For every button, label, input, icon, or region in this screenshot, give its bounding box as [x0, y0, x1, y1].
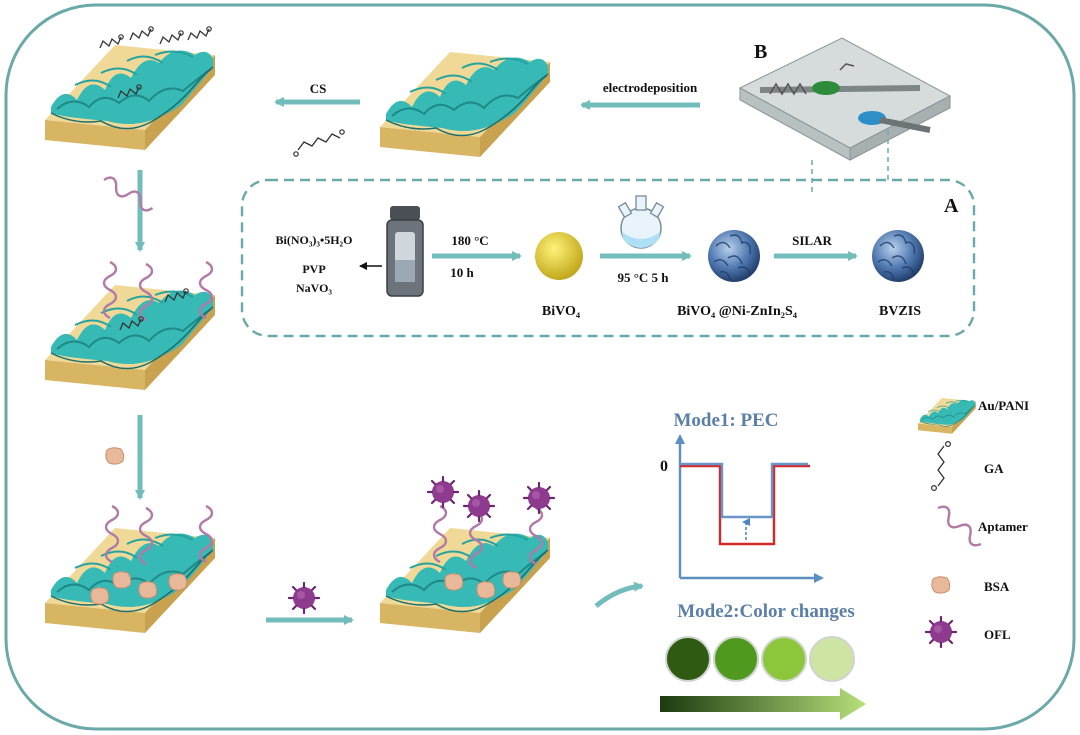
- aptamer-free: [99, 173, 157, 215]
- legend-au-pani-icon: [917, 397, 977, 435]
- ofl-bound: [462, 489, 496, 523]
- condition-10h: 10 h: [450, 265, 474, 280]
- arrow-to-detection: [594, 581, 644, 608]
- label-bvzis: BVZIS: [879, 304, 921, 319]
- color-swatch: [665, 636, 711, 682]
- mode2-title: Mode2:Color changes: [677, 601, 855, 622]
- ofl-molecule: [287, 581, 321, 615]
- electrode-au-pani: [379, 51, 551, 158]
- pec-trace-red: [680, 464, 810, 546]
- label-bivo4: BiVO₄: [542, 304, 581, 319]
- condition-95c-5h: 95 °C 5 h: [617, 270, 669, 285]
- legend-ga-icon: [930, 441, 951, 492]
- label-cs: CS: [310, 81, 327, 96]
- outer-frame: [4, 3, 1076, 731]
- ga-chain: [129, 26, 154, 41]
- ga-molecule-under-cs: [293, 129, 345, 157]
- ofl-bound: [522, 481, 556, 515]
- microfluidic-chip: [738, 37, 952, 161]
- condition-180c: 180 °C: [451, 233, 488, 248]
- legend-ofl-label: OFL: [984, 627, 1011, 642]
- legend: Au/PANI GA Aptamer BSA OFL: [917, 397, 1029, 649]
- bsa: [502, 571, 522, 589]
- autoclave-icon: [386, 206, 424, 297]
- reagent-navo3: NaVO₃: [296, 281, 332, 295]
- color-swatch: [809, 636, 855, 682]
- legend-ofl-icon: [924, 615, 958, 649]
- legend-bsa-label: BSA: [984, 579, 1010, 594]
- color-swatch: [761, 636, 807, 682]
- pec-trace-blue: [680, 462, 808, 519]
- panel-a-box: [240, 178, 976, 338]
- electrode-with-aptamer: [44, 284, 216, 391]
- bvzis-sphere: [871, 229, 925, 283]
- electrode-with-ofl: [379, 527, 551, 634]
- bsa: [138, 581, 158, 599]
- bsa: [168, 573, 188, 591]
- label-electrodeposition: electrodeposition: [603, 80, 698, 95]
- bsa: [444, 573, 464, 591]
- bsa: [112, 571, 132, 589]
- bsa: [476, 581, 496, 599]
- panel-label-a: A: [944, 195, 959, 217]
- legend-ga-label: GA: [984, 461, 1004, 476]
- legend-aptamer-label: Aptamer: [978, 519, 1028, 534]
- bivo4-sphere: [535, 232, 583, 280]
- ga-chain: [159, 30, 184, 45]
- condition-silar: SILAR: [792, 233, 832, 248]
- bsa-block: [105, 447, 125, 465]
- legend-bsa-icon: [931, 576, 951, 594]
- color-swatch: [713, 636, 759, 682]
- ga-chain: [187, 26, 212, 41]
- label-bivo4-ni-znin2s4: BiVO₄ @Ni-ZnIn₂S₄: [677, 304, 798, 319]
- color-swatches: [665, 636, 855, 682]
- electrode-ga-modified: [44, 44, 216, 151]
- gradient-arrow: [660, 688, 866, 720]
- mode1-title: Mode1: PEC: [673, 410, 778, 431]
- panel-label-b: B: [754, 41, 767, 63]
- flask-icon: [617, 195, 665, 249]
- reagent-pvp: PVP: [302, 262, 325, 276]
- ofl-bound: [426, 475, 460, 509]
- bsa: [90, 587, 110, 605]
- mode1-zero: 0: [660, 458, 668, 475]
- legend-au-pani-label: Au/PANI: [978, 398, 1029, 413]
- reagent-bismuth-nitrate: Bi(NO₃)₃•5H₂O: [276, 233, 353, 247]
- bivo4-ni-znin2s4-sphere: [707, 229, 761, 283]
